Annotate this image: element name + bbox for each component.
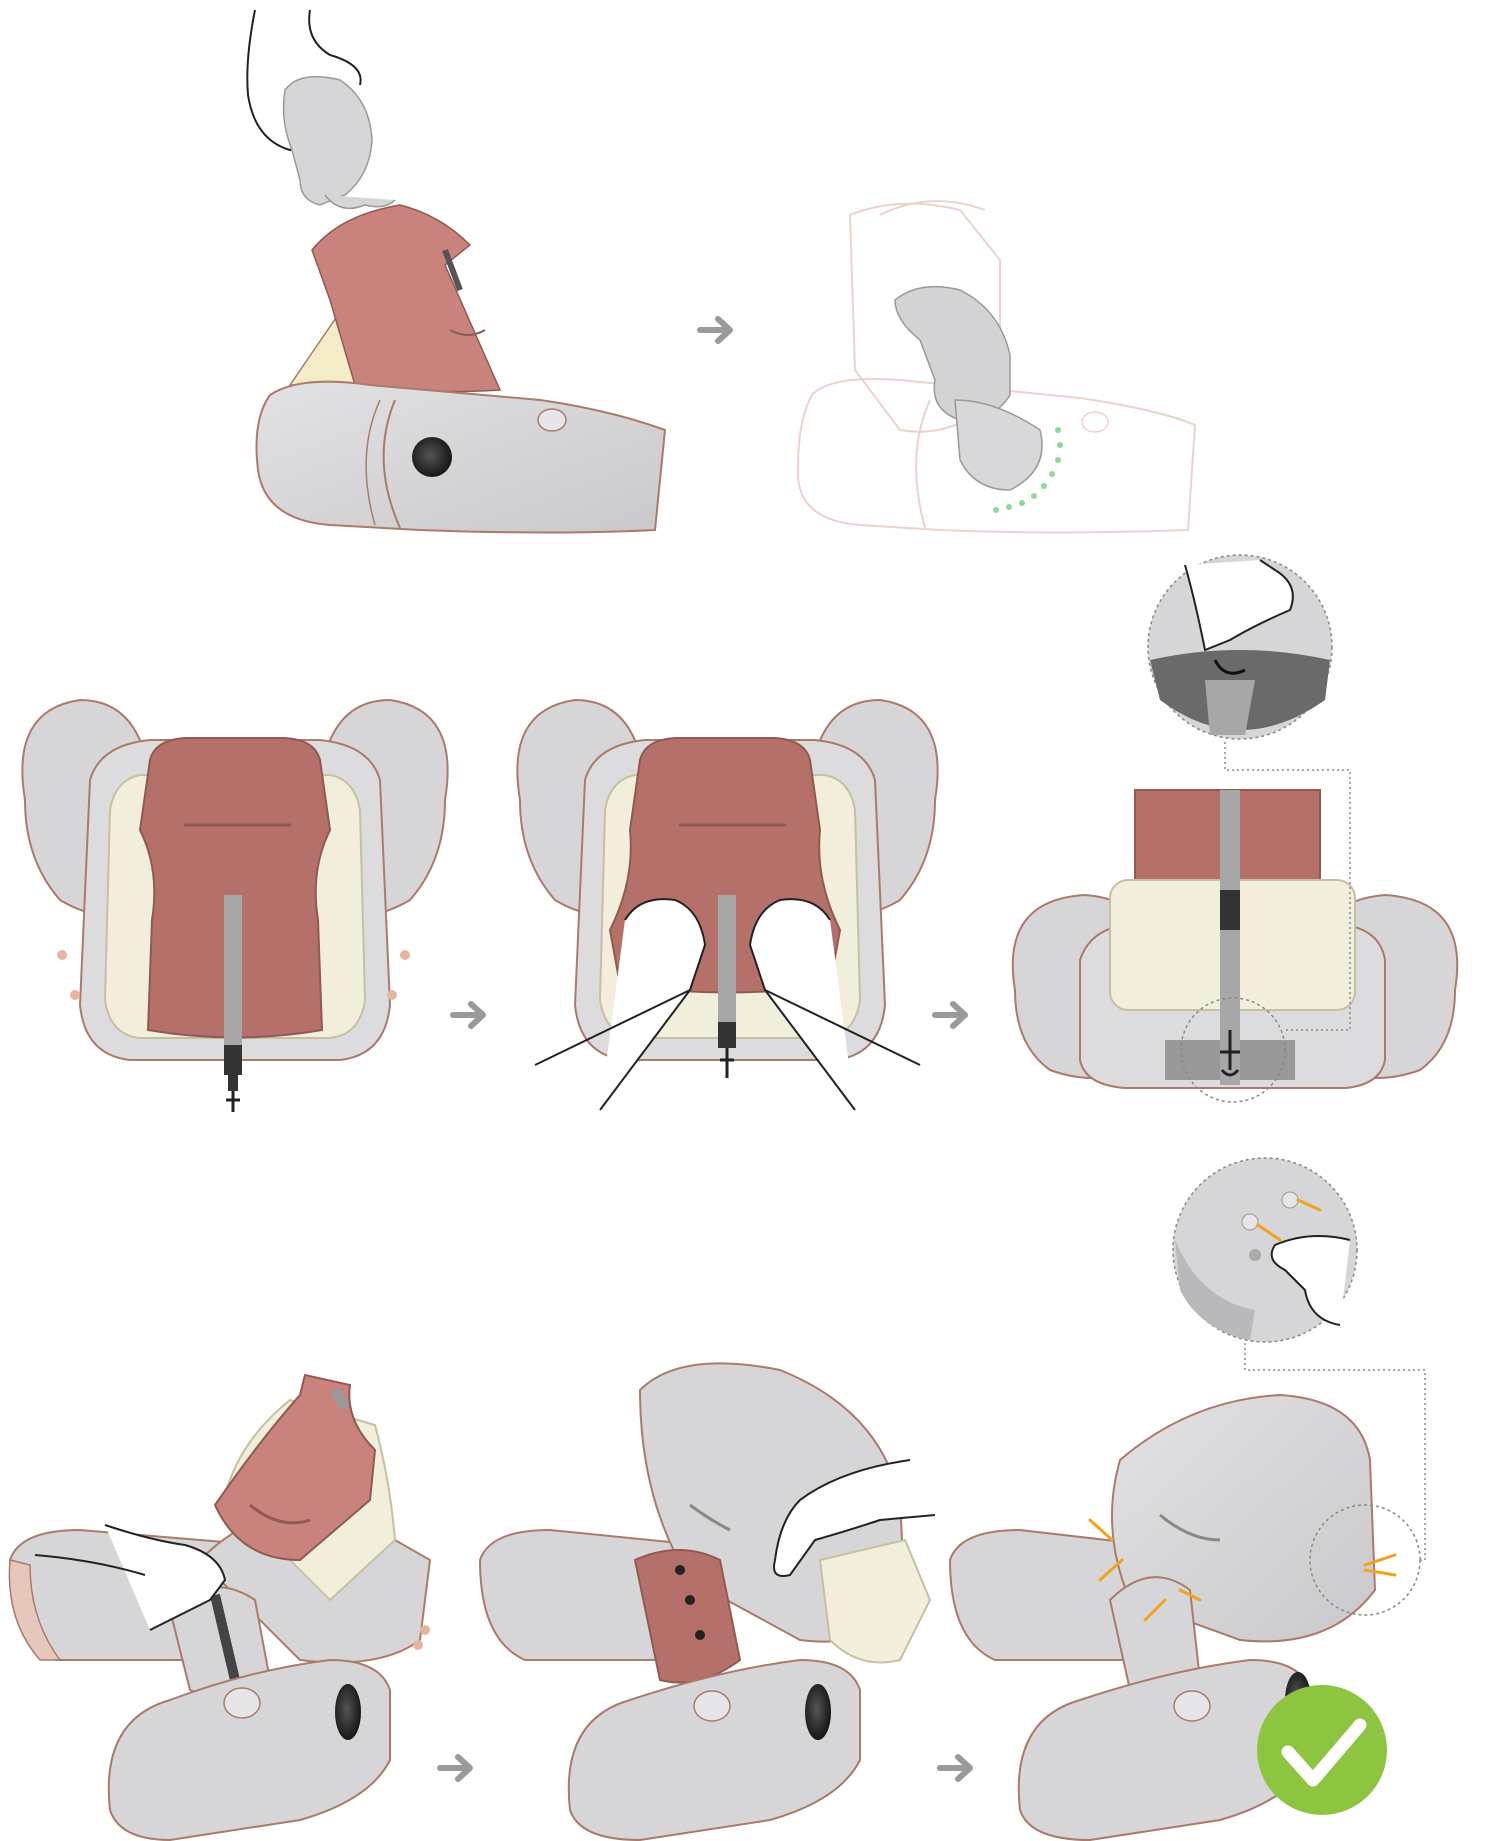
step-2-seat-cover-ghost bbox=[798, 201, 1195, 532]
step-5-rear-strap bbox=[1013, 555, 1458, 1102]
step-6-attach-cover bbox=[9, 1375, 430, 1840]
arrow-right-icon bbox=[700, 319, 730, 341]
row-2 bbox=[22, 555, 1457, 1112]
strap bbox=[224, 895, 242, 1045]
row-3 bbox=[9, 1158, 1425, 1840]
hand-icon bbox=[247, 10, 395, 208]
zoom-detail-clips bbox=[1173, 1158, 1357, 1342]
shell-hole bbox=[412, 437, 452, 477]
row-1 bbox=[247, 10, 1195, 533]
arrow-right-icon bbox=[453, 1004, 483, 1026]
checkmark-icon bbox=[1257, 1685, 1387, 1815]
buckle-icon bbox=[224, 1045, 242, 1112]
arrow-right-icon bbox=[940, 1757, 970, 1779]
step-3-top-view bbox=[22, 700, 447, 1112]
arrow-right-icon bbox=[440, 1757, 470, 1779]
step-1-insert-cover bbox=[247, 10, 665, 533]
arrow-right-icon bbox=[935, 1004, 965, 1026]
step-7-press-clips bbox=[480, 1363, 935, 1840]
zoom-detail-strap bbox=[1148, 555, 1332, 739]
step-8-complete bbox=[950, 1158, 1425, 1840]
seat-shell bbox=[257, 382, 666, 533]
step-4-press-cover bbox=[517, 700, 937, 1110]
